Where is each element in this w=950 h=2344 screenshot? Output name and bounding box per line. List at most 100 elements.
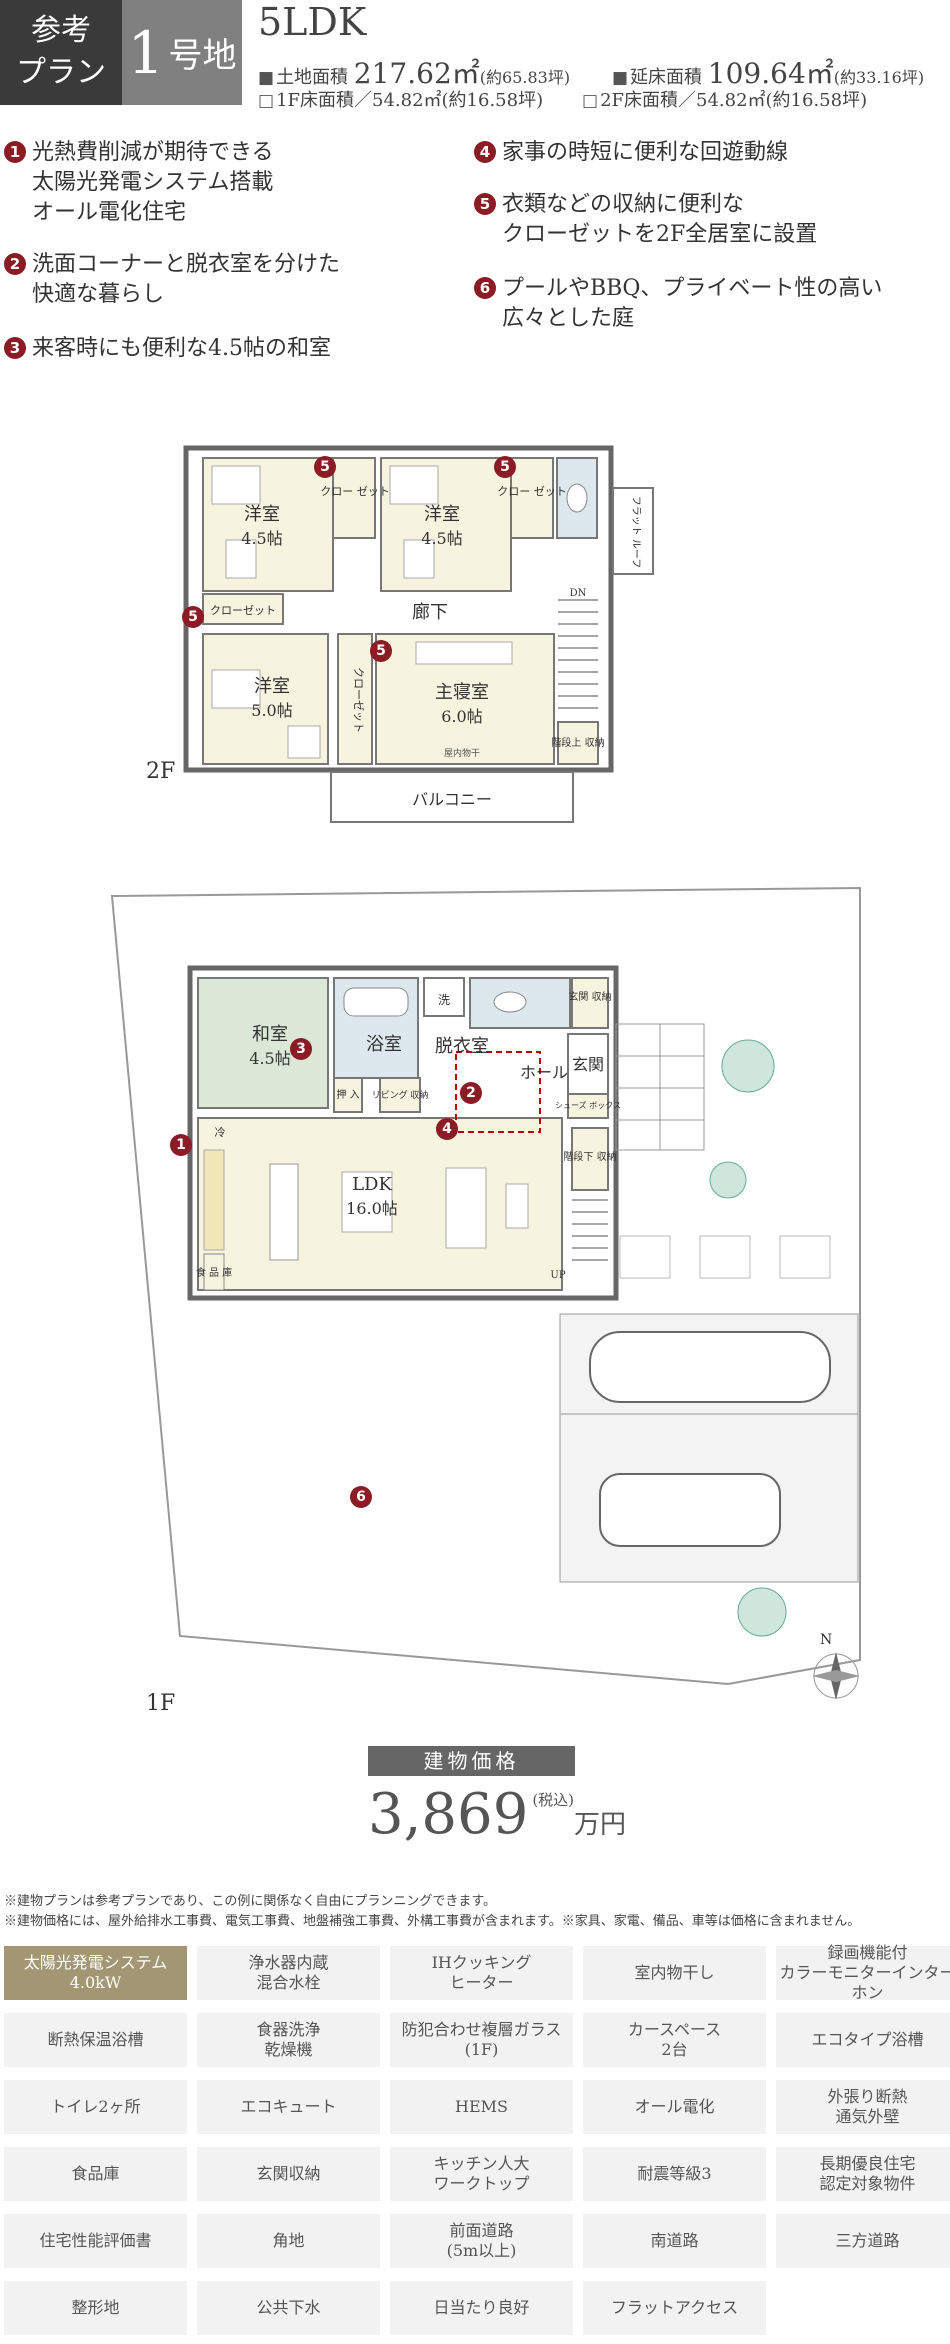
marker-1-solar: 1 <box>170 1134 192 1156</box>
feature-tag: IHクッキング ヒーター <box>390 1946 573 2000</box>
label-2f-r2-size: 4.5帖 <box>421 529 462 548</box>
feature-tag-label: 録画機能付 カラーモニターインターホン <box>779 1943 950 2002</box>
lot-number: 1 <box>127 18 165 87</box>
feature-1-num: 1 <box>4 141 26 163</box>
genkan-storage <box>571 977 609 1029</box>
feature-tag-label: IHクッキング ヒーター <box>431 1953 532 1992</box>
feature-6-line-1: プールやBBQ、プライベート性の高い <box>502 276 883 301</box>
tree-1 <box>721 1039 775 1093</box>
floor-area-value: 109.64㎡ <box>707 57 834 90</box>
feature-tag-label: トイレ2ヶ所 <box>50 2097 141 2116</box>
label-2f-closet-a: クロー ゼット <box>320 485 390 498</box>
feature-1-line-2: 太陽光発電システム搭載 <box>32 170 274 195</box>
label-bath: 浴室 <box>366 1034 402 1055</box>
feature-tag: 日当たり良好 <box>390 2281 573 2335</box>
toilet-2f-bowl <box>566 483 588 513</box>
label-2f-dn: DN <box>570 588 587 599</box>
bed-2f-r1 <box>211 465 261 505</box>
feature-6-line-2: 広々とした庭 <box>502 306 635 331</box>
feature-tag-label: 三方道路 <box>835 2231 900 2250</box>
stair-storage-2f <box>557 721 599 765</box>
badge-line-2: プラン <box>16 55 106 90</box>
feature-tag: 室内物干し <box>583 1946 766 2000</box>
label-ldk: LDK <box>352 1174 392 1195</box>
feature-tag-label: キッチン人大 ワークトップ <box>433 2154 530 2193</box>
shoe-box <box>567 1093 609 1119</box>
lot-label: 1 号地 <box>122 0 242 105</box>
label-up: UP <box>550 1270 565 1281</box>
feature-4-line-1: 家事の時短に便利な回遊動線 <box>502 140 789 165</box>
feature-tag-label: 長期優良住宅 認定対象物件 <box>819 2154 916 2193</box>
label-2f-corridor: 廊下 <box>412 602 448 623</box>
feature-2-line-2: 快適な暮らし <box>32 282 165 307</box>
desk-2f-r1 <box>225 539 257 579</box>
feature-tag-label: 日当たり良好 <box>433 2298 530 2317</box>
label-living-storage: リビング 収納 <box>372 1089 429 1101</box>
land-area-value: 217.62㎡ <box>353 57 480 90</box>
marker-6-garden: 6 <box>350 1486 372 1508</box>
floor1-area-text: 1F床面積／54.82㎡(約16.58坪) <box>258 90 543 111</box>
flat-roof <box>612 487 654 575</box>
label-2f-r3: 洋室 <box>254 676 290 697</box>
wash-corner <box>423 977 465 1017</box>
feature-tag: キッチン人大 ワークトップ <box>390 2147 573 2201</box>
land-area-label: 土地面積 <box>258 67 348 88</box>
price-unit: 万円 <box>574 1810 627 1840</box>
under-stair-storage <box>571 1127 609 1191</box>
floor2-plan: 洋室 4.5帖 洋室 4.5帖 洋室 5.0帖 主寝室 6.0帖 屋内物干 廊下… <box>146 445 654 823</box>
feature-1-line-3: オール電化住宅 <box>32 200 187 225</box>
stair-2f <box>558 599 598 709</box>
feature-tag-label: エコキュート <box>240 2097 337 2116</box>
porch-tiles <box>615 1023 705 1151</box>
land-area: 土地面積 217.62㎡(約65.83坪) <box>258 52 570 92</box>
feature-tag: 角地 <box>197 2214 380 2268</box>
feature-tag: 前面道路 (5m以上) <box>390 2214 573 2268</box>
label-2f-r3-size: 5.0帖 <box>251 701 292 720</box>
feature-tag-label: 防犯合わせ複層ガラス (1F) <box>401 2020 562 2059</box>
compass: N <box>812 1632 860 1700</box>
car-2 <box>599 1473 781 1547</box>
feature-tag-label: 公共下水 <box>256 2298 321 2317</box>
floor2-area-text: 2F床面積／54.82㎡(約16.58坪) <box>582 90 867 111</box>
label-balcony: バルコニー <box>412 790 492 809</box>
approach-tiles <box>619 1235 831 1279</box>
label-2f-closet-c: クローゼット <box>210 604 276 617</box>
note-2: ※建物価格には、屋外給排水工事費、電気工事費、地盤補強工事費、外構工事費が含まれ… <box>4 1914 861 1929</box>
label-shoe-box: シューズ ボックス <box>555 1100 621 1110</box>
marker-5-2f-r1: 5 <box>314 456 336 478</box>
feature-tag-label: 耐震等級3 <box>637 2164 712 2183</box>
badge-line-1: 参考 <box>31 13 91 48</box>
label-ldk-size: 16.0帖 <box>346 1199 398 1218</box>
label-2f-r2: 洋室 <box>424 504 460 525</box>
feature-tag: 防犯合わせ複層ガラス (1F) <box>390 2013 573 2067</box>
closet-2f-a <box>332 457 376 539</box>
feature-tag: 断熱保温浴槽 <box>4 2013 187 2067</box>
feature-5-line-1: 衣類などの収納に便利な <box>502 192 745 217</box>
feature-tag: 浄水器内蔵 混合水栓 <box>197 1946 380 2000</box>
tree-3 <box>737 1587 787 1637</box>
floor-plan-drawing: 洋室 4.5帖 洋室 4.5帖 洋室 5.0帖 主寝室 6.0帖 屋内物干 廊下… <box>110 445 861 1716</box>
marker-3-washitsu: 3 <box>290 1038 312 1060</box>
price-value: 3,869(税込)万円 <box>368 1782 626 1847</box>
feature-tag-label: 室内物干し <box>634 1963 715 1982</box>
feature-tag: 公共下水 <box>197 2281 380 2335</box>
price-tax: (税込) <box>532 1791 575 1809</box>
feature-6-num: 6 <box>474 277 496 299</box>
feature-tag: エコタイプ浴槽 <box>776 2013 950 2067</box>
floor-area-tsubo: (約33.16坪) <box>833 68 925 87</box>
label-flat-roof: フラット ルーフ <box>630 496 642 569</box>
feature-tag: エコキュート <box>197 2080 380 2134</box>
feature-tag: HEMS <box>390 2080 573 2134</box>
feature-tag-label: 外張り断熱 通気外壁 <box>827 2087 908 2126</box>
lot-suffix: 号地 <box>168 36 237 76</box>
feature-tag-label: 太陽光発電システム 4.0kW <box>23 1953 168 1992</box>
feature-tag: 玄関収納 <box>197 2147 380 2201</box>
balcony <box>330 771 574 823</box>
feature-tag-label: オール電化 <box>634 2097 715 2116</box>
circulation-route <box>455 1051 541 1133</box>
floor-area-label: 延床面積 <box>612 67 702 88</box>
feature-tag-label: 食品庫 <box>71 2164 120 2183</box>
label-pantry: 食 品 庫 <box>196 1266 232 1279</box>
